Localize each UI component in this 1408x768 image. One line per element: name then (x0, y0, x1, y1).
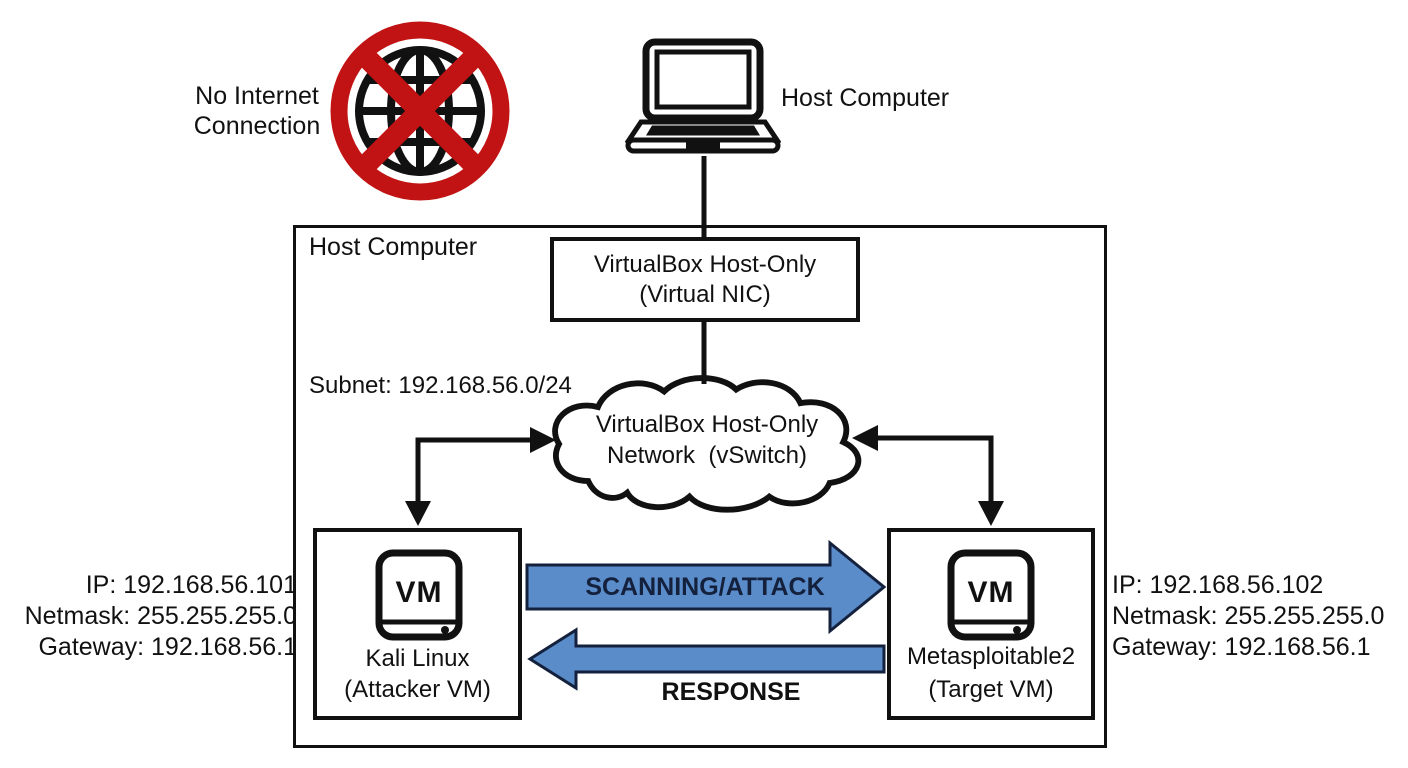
metasploitable-vm-role: (Target VM) (928, 676, 1054, 703)
kali-vm-icon (375, 549, 463, 641)
meta-network-link-arrow (852, 425, 1004, 526)
metasploitable-vm-icon (947, 549, 1035, 641)
subnet-label: Subnet: 192.168.56.0/24 (309, 372, 572, 399)
kali-vm-name: Kali Linux (365, 645, 470, 672)
kali-vm-icon-label: VM (395, 576, 443, 609)
response-flow-arrow (527, 627, 886, 691)
attacker-ip: IP: 192.168.56.101 (85, 571, 297, 599)
kali-vm-role: (Attacker VM) (344, 676, 491, 703)
attacker-netmask: Netmask: 255.255.255.0 (24, 602, 297, 630)
target-network-info: IP: 192.168.56.102 Netmask: 255.255.255.… (1112, 570, 1408, 663)
metasploitable-vm-name: Metasploitable2 (906, 643, 1076, 670)
nic-line1: VirtualBox Host-Only (593, 250, 817, 278)
target-netmask: Netmask: 255.255.255.0 (1112, 602, 1385, 630)
host-computer-label: Host Computer (781, 84, 950, 112)
host-box-title: Host Computer (309, 233, 478, 261)
vswitch-cloud-shape (552, 375, 862, 513)
attacker-gateway: Gateway: 192.168.56.1 (38, 633, 297, 661)
nic-line2: (Virtual NIC) (639, 280, 771, 308)
no-internet-line2: Connection (193, 112, 321, 140)
no-internet-line1: No Internet (195, 82, 319, 110)
target-ip: IP: 192.168.56.102 (1112, 571, 1324, 599)
virtual-nic-box: VirtualBox Host-Only (Virtual NIC) (550, 237, 860, 322)
attack-flow-arrow (525, 539, 887, 635)
host-computer-box (293, 225, 1107, 748)
target-gateway: Gateway: 192.168.56.1 (1112, 633, 1371, 661)
kali-network-link-arrow (405, 427, 556, 526)
response-flow-label: RESPONSE (661, 678, 801, 706)
metasploitable-vm-icon-label: VM (967, 576, 1015, 609)
laptop-icon (625, 38, 781, 154)
attack-flow-label: SCANNING/ATTACK (585, 573, 825, 601)
cloud-line2: Network (vSwitch) (606, 442, 808, 469)
globe-crossed-icon (330, 21, 510, 201)
no-internet-label: No Internet Connection (148, 81, 366, 141)
cloud-line1: VirtualBox Host-Only (595, 411, 819, 438)
vswitch-cloud-label: VirtualBox Host-Only Network (vSwitch) (540, 409, 874, 471)
attacker-network-info: IP: 192.168.56.101 Netmask: 255.255.255.… (0, 570, 297, 663)
